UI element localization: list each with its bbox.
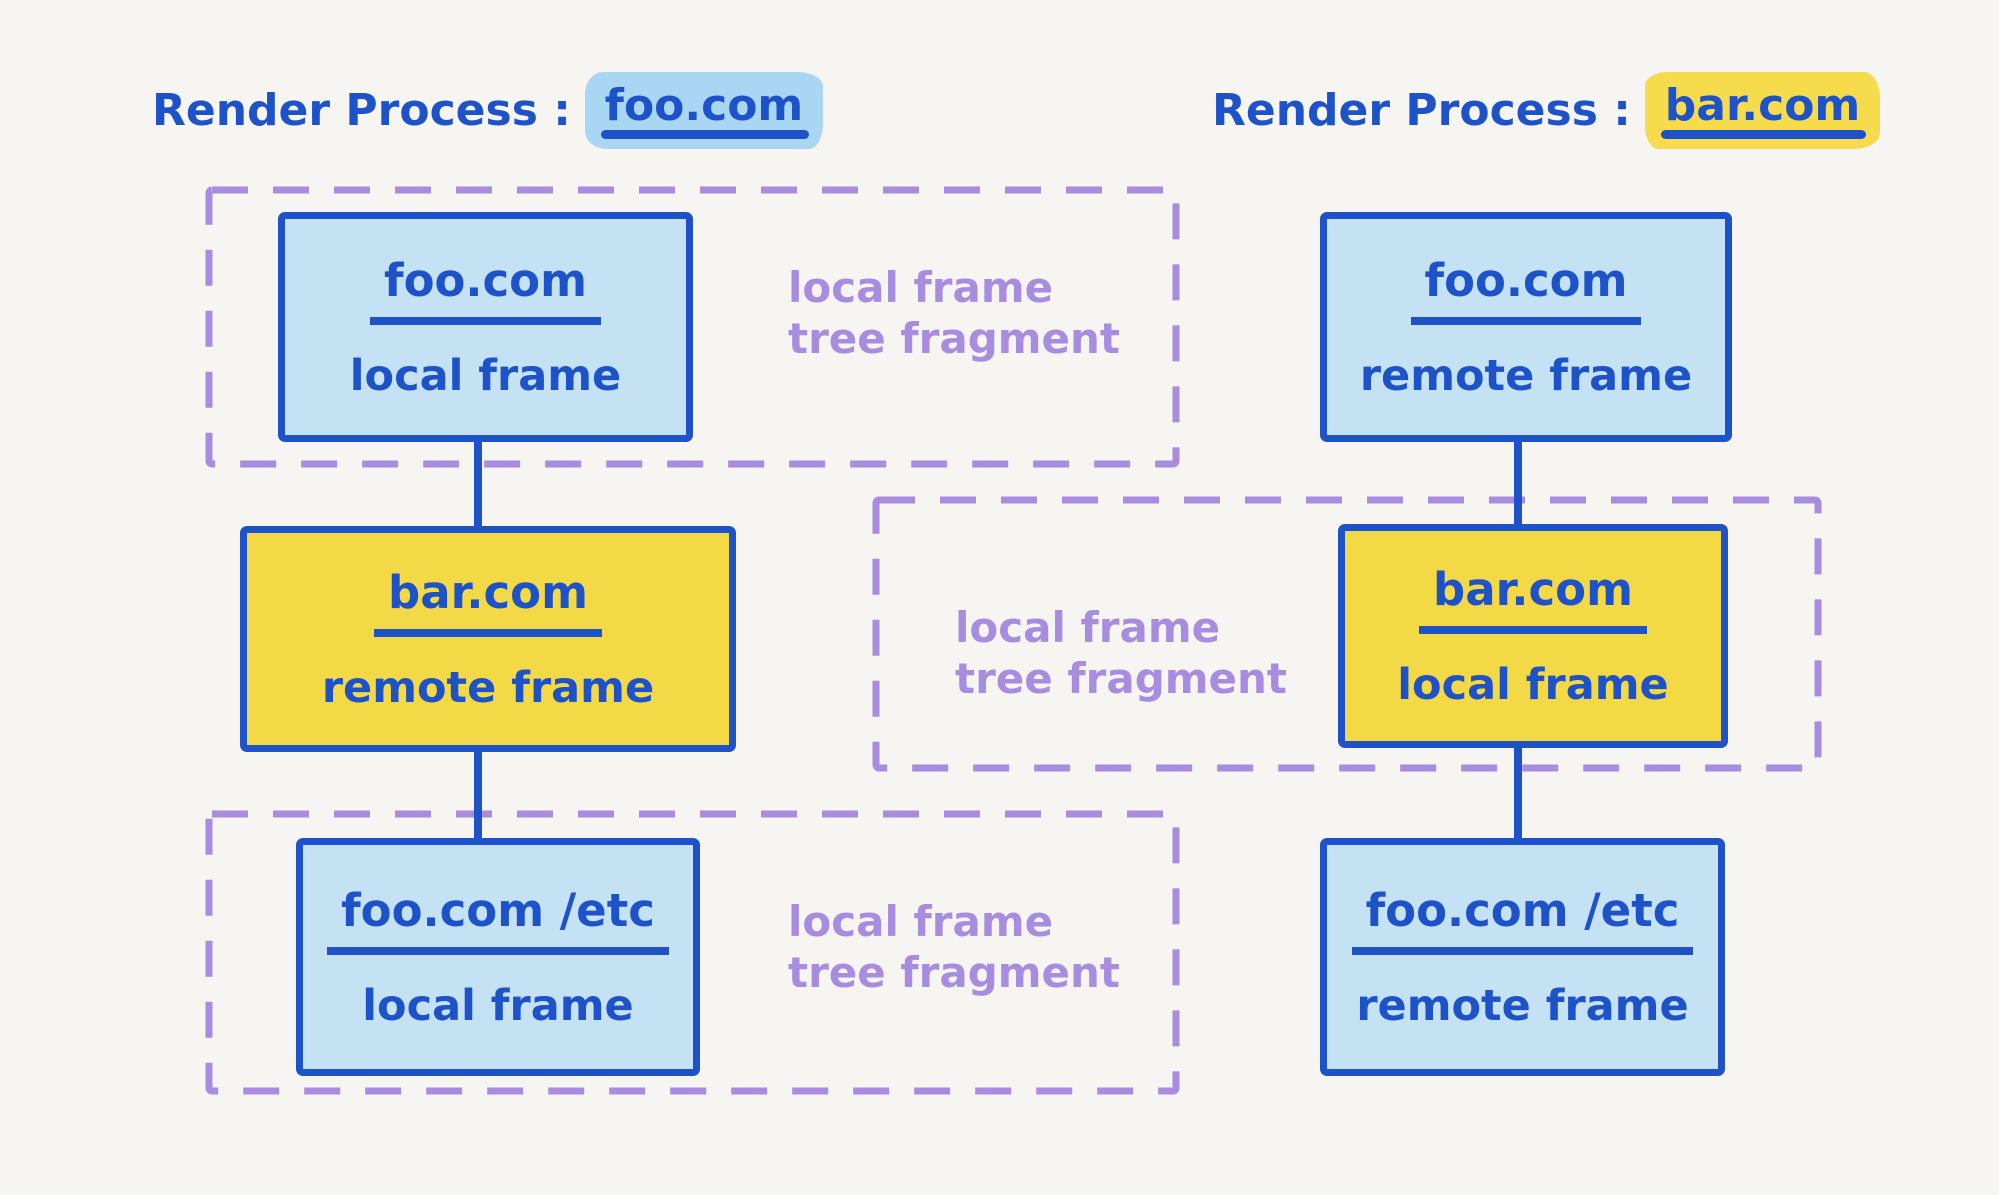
render-process-title-foo: Render Process : foo.com — [152, 72, 824, 149]
title-domain-highlight-blue: foo.com — [584, 72, 824, 149]
frame-type: remote frame — [1359, 350, 1693, 401]
frame-domain: foo.com — [1410, 254, 1642, 325]
frame-node-foo-remote: foo.com remote frame — [1320, 212, 1732, 442]
fragment-outline — [872, 496, 1822, 772]
title-prefix: Render Process : — [152, 85, 571, 136]
fragment-label-line: tree fragment — [955, 654, 1288, 704]
title-domain-highlight-yellow: bar.com — [1644, 72, 1881, 149]
fragment-box-left-bottom — [205, 810, 1180, 1095]
frame-type: local frame — [1397, 659, 1669, 710]
render-process-title-bar: Render Process : bar.com — [1212, 72, 1881, 149]
fragment-label-line: tree fragment — [788, 948, 1121, 998]
title-domain: bar.com — [1664, 80, 1861, 131]
frame-domain: bar.com — [374, 566, 602, 637]
fragment-box-left-top — [205, 186, 1180, 468]
frame-node-foo-etc-local: foo.com /etc local frame — [296, 838, 700, 1076]
tree-edge-left-bottom — [474, 748, 482, 846]
tree-edge-right-top — [1514, 434, 1522, 532]
fragment-label-line: local frame — [955, 603, 1221, 652]
title-domain: foo.com — [604, 80, 804, 131]
frame-type: remote frame — [1356, 980, 1689, 1031]
fragment-label-right-middle: local frame tree fragment — [955, 602, 1287, 704]
fragment-box-right-middle — [872, 496, 1822, 772]
tree-edge-left-top — [474, 434, 482, 534]
frame-domain: foo.com — [370, 254, 601, 325]
frame-node-bar-remote: bar.com remote frame — [240, 526, 736, 752]
frame-domain: foo.com /etc — [1351, 884, 1694, 955]
fragment-label-left-top: local frame tree fragment — [788, 262, 1120, 364]
fragment-outline — [205, 810, 1180, 1095]
title-prefix: Render Process : — [1212, 85, 1631, 136]
frame-type: local frame — [349, 350, 622, 401]
frame-node-foo-local: foo.com local frame — [278, 212, 693, 442]
frame-domain: foo.com /etc — [327, 884, 669, 955]
fragment-label-line: tree fragment — [788, 314, 1121, 364]
frame-type: local frame — [362, 980, 634, 1031]
tree-edge-right-bottom — [1514, 740, 1522, 846]
fragment-label-line: local frame — [788, 897, 1054, 946]
fragment-label-line: local frame — [788, 263, 1054, 312]
fragment-outline — [205, 186, 1180, 468]
frame-node-foo-etc-remote: foo.com /etc remote frame — [1320, 838, 1725, 1076]
fragment-label-left-bottom: local frame tree fragment — [788, 896, 1120, 998]
frame-type: remote frame — [321, 662, 655, 713]
frame-node-bar-local: bar.com local frame — [1338, 524, 1728, 748]
frame-domain: bar.com — [1419, 563, 1647, 634]
